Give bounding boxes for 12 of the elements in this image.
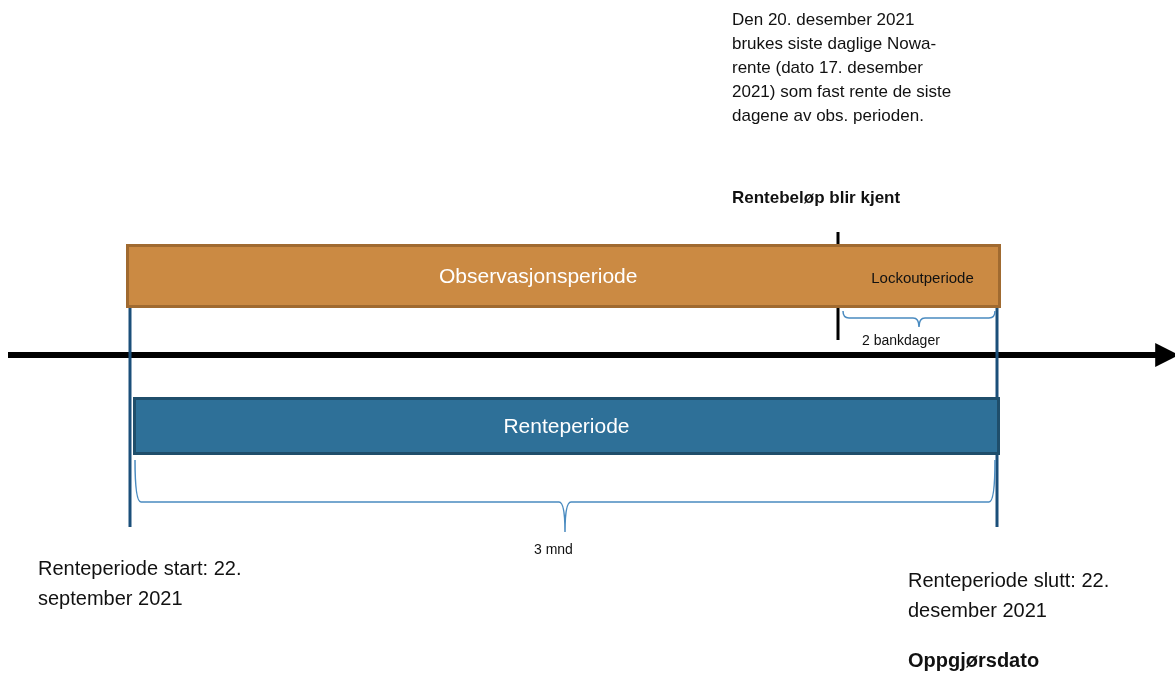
note-text: Den 20. desember 2021 brukes siste daglige Nowa-rente (dato 17. desember 2021) som fast rente de siste dagene av obs. perioden. — [732, 9, 953, 127]
bar-label: Lockoutperiode — [871, 268, 974, 286]
duration-label: 3 mnd — [534, 540, 574, 558]
bar-label: Observasjonsperiode — [439, 264, 638, 288]
event-label: Rentebeløp blir kjent — [732, 187, 902, 209]
date-label: Renteperiode slutt: 22. desember 2021 — [908, 568, 1111, 623]
bar-label: Renteperiode — [503, 414, 630, 438]
duration-label: 2 bankdager — [862, 331, 941, 349]
period-bar — [133, 397, 1000, 455]
date-label: Renteperiode start: 22. september 2021 — [38, 556, 243, 611]
period-bar — [126, 244, 1001, 308]
event-label: Oppgjørsdato — [908, 648, 1041, 672]
